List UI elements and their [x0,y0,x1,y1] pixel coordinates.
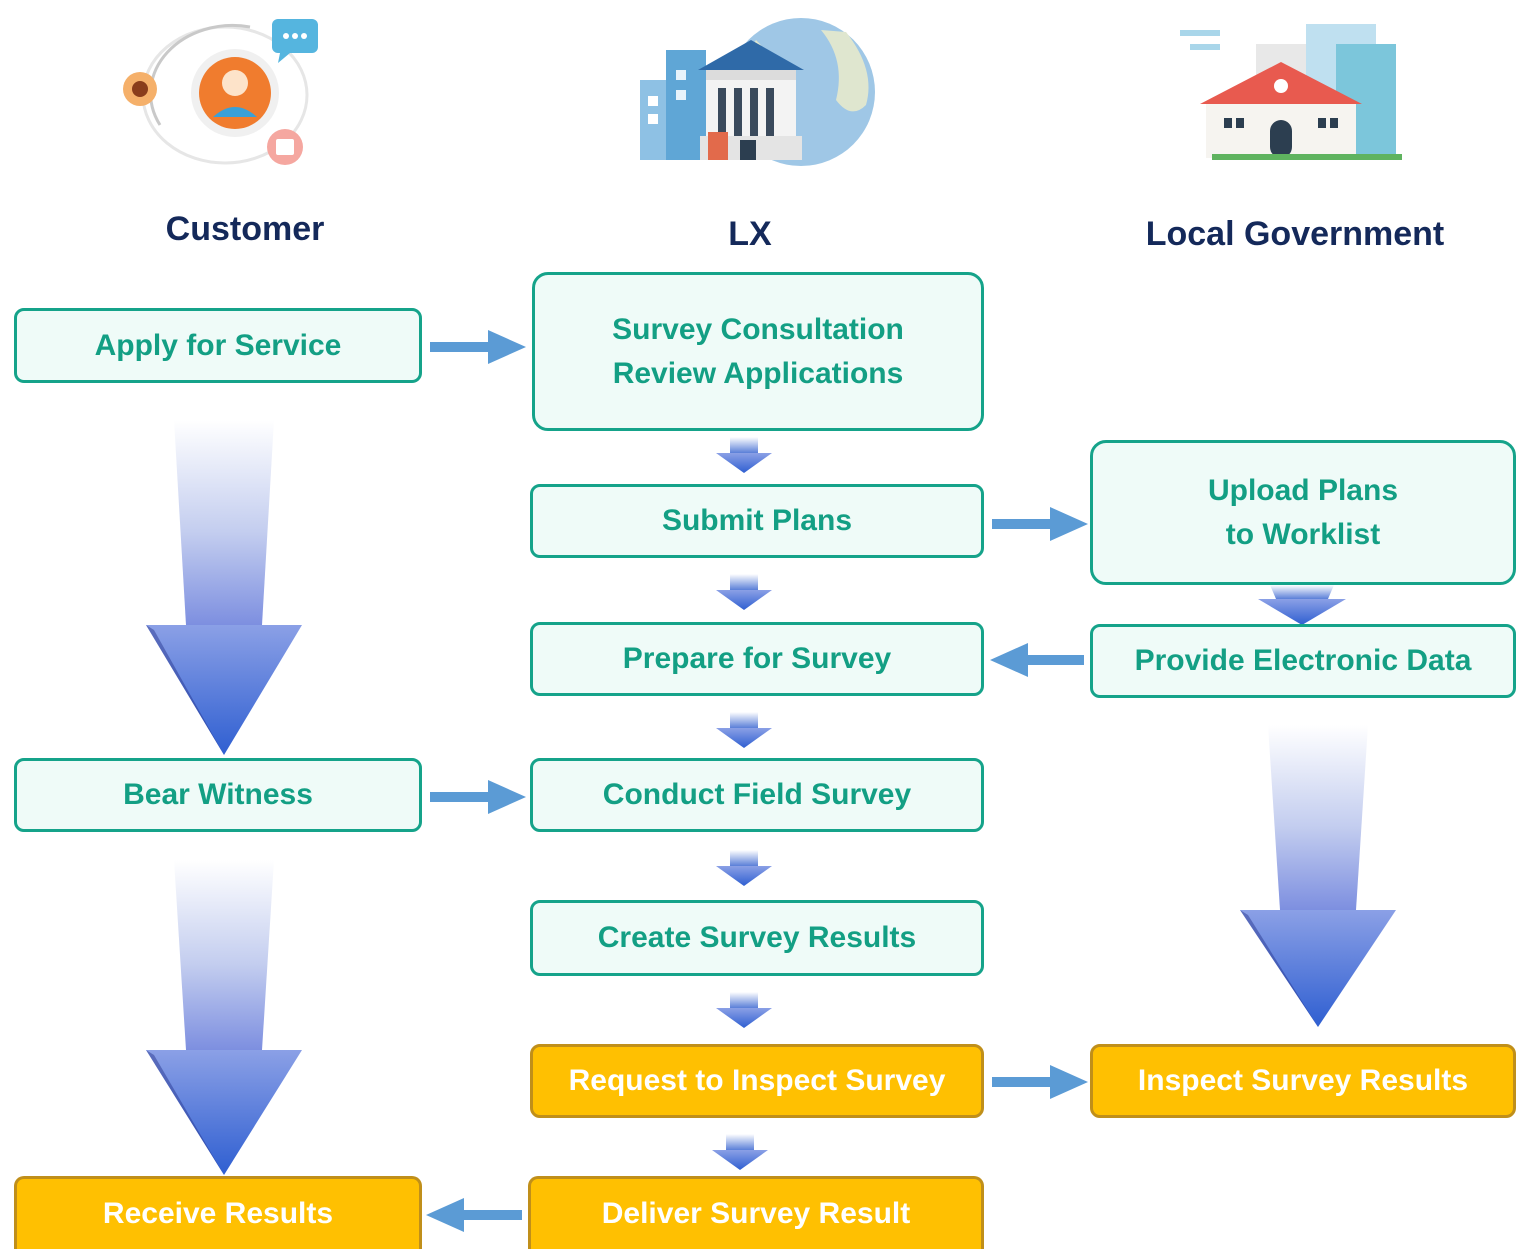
lx-down-arrow-4 [716,850,772,886]
step-deliver-survey-result: Deliver Survey Result [528,1176,984,1249]
step-bear-witness: Bear Witness [14,758,422,832]
lx-building-globe-icon [640,18,875,166]
step-provide-electronic-data: Provide Electronic Data [1090,624,1516,698]
customer-flow-arrow-2 [146,860,302,1175]
customer-flow-arrow-1 [146,420,302,755]
step-conduct-field-survey: Conduct Field Survey [530,758,984,832]
arrow-request-to-inspect [992,1065,1088,1099]
government-building-icon [1180,24,1402,160]
government-down-arrow-small [1258,585,1346,625]
step-upload-plans: Upload Plans to Worklist [1090,440,1516,585]
step-inspect-survey-results: Inspect Survey Results [1090,1044,1516,1118]
lx-down-arrow-2 [716,574,772,610]
step-survey-consultation: Survey Consultation Review Applications [532,272,984,431]
lx-down-arrow-3 [716,712,772,748]
lane-title-government: Local Government [1145,215,1445,253]
step-create-survey-results: Create Survey Results [530,900,984,976]
customer-network-icon [123,19,318,165]
step-submit-plans: Submit Plans [530,484,984,558]
arrow-submit-to-upload [992,507,1088,541]
step-receive-results: Receive Results [14,1176,422,1249]
step-apply-for-service: Apply for Service [14,308,422,383]
arrow-apply-to-consult [430,330,526,364]
arrow-provide-to-prepare [990,643,1084,677]
arrow-deliver-to-receive [426,1198,522,1232]
step-prepare-for-survey: Prepare for Survey [530,622,984,696]
lx-down-arrow-6 [712,1134,768,1170]
arrow-witness-to-field [430,780,526,814]
lx-down-arrow-5 [716,992,772,1028]
lane-title-customer: Customer [165,210,325,248]
lx-down-arrow-1 [716,437,772,473]
lane-title-lx: LX [728,215,772,253]
government-flow-arrow [1240,725,1396,1027]
step-request-to-inspect: Request to Inspect Survey [530,1044,984,1118]
